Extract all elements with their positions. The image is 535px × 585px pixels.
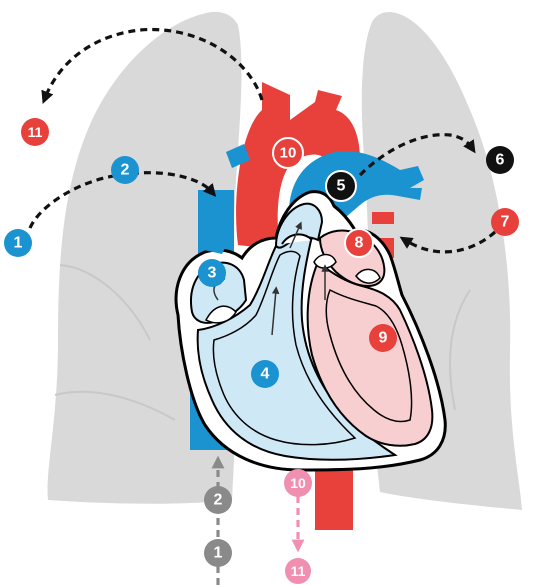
svg-text:7: 7	[501, 214, 510, 231]
step-badge-5: 5	[326, 171, 356, 201]
svg-text:2: 2	[121, 162, 130, 179]
svg-text:11: 11	[28, 124, 43, 140]
step-badge-10: 10	[273, 138, 303, 168]
svg-text:1: 1	[214, 545, 223, 562]
step-badge-6: 6	[486, 146, 514, 174]
step-badge-pink-11: 11	[285, 558, 311, 584]
svg-text:3: 3	[208, 265, 217, 282]
svg-text:1: 1	[14, 235, 23, 252]
step-badge-2: 2	[111, 156, 139, 184]
step-badge-4: 4	[251, 360, 279, 388]
step-badge-gray-2: 2	[204, 486, 232, 514]
step-badge-7: 7	[491, 208, 519, 236]
svg-text:8: 8	[355, 235, 364, 252]
step-badge-11: 11	[21, 118, 49, 146]
svg-text:5: 5	[337, 178, 346, 195]
svg-text:10: 10	[290, 475, 306, 491]
pulmonary-vein-upper	[372, 212, 394, 224]
step-badge-8: 8	[345, 229, 373, 257]
step-badge-pink-10: 10	[284, 469, 312, 497]
svg-text:4: 4	[261, 366, 270, 383]
step-badge-1: 1	[4, 229, 32, 257]
svg-text:10: 10	[280, 145, 297, 162]
step-badge-3: 3	[198, 259, 226, 287]
svg-text:2: 2	[214, 492, 223, 509]
svg-text:6: 6	[496, 152, 505, 169]
svg-text:9: 9	[379, 330, 388, 347]
svg-text:11: 11	[291, 563, 306, 579]
step-badge-gray-1: 1	[204, 539, 232, 567]
step-badge-9: 9	[369, 324, 397, 352]
